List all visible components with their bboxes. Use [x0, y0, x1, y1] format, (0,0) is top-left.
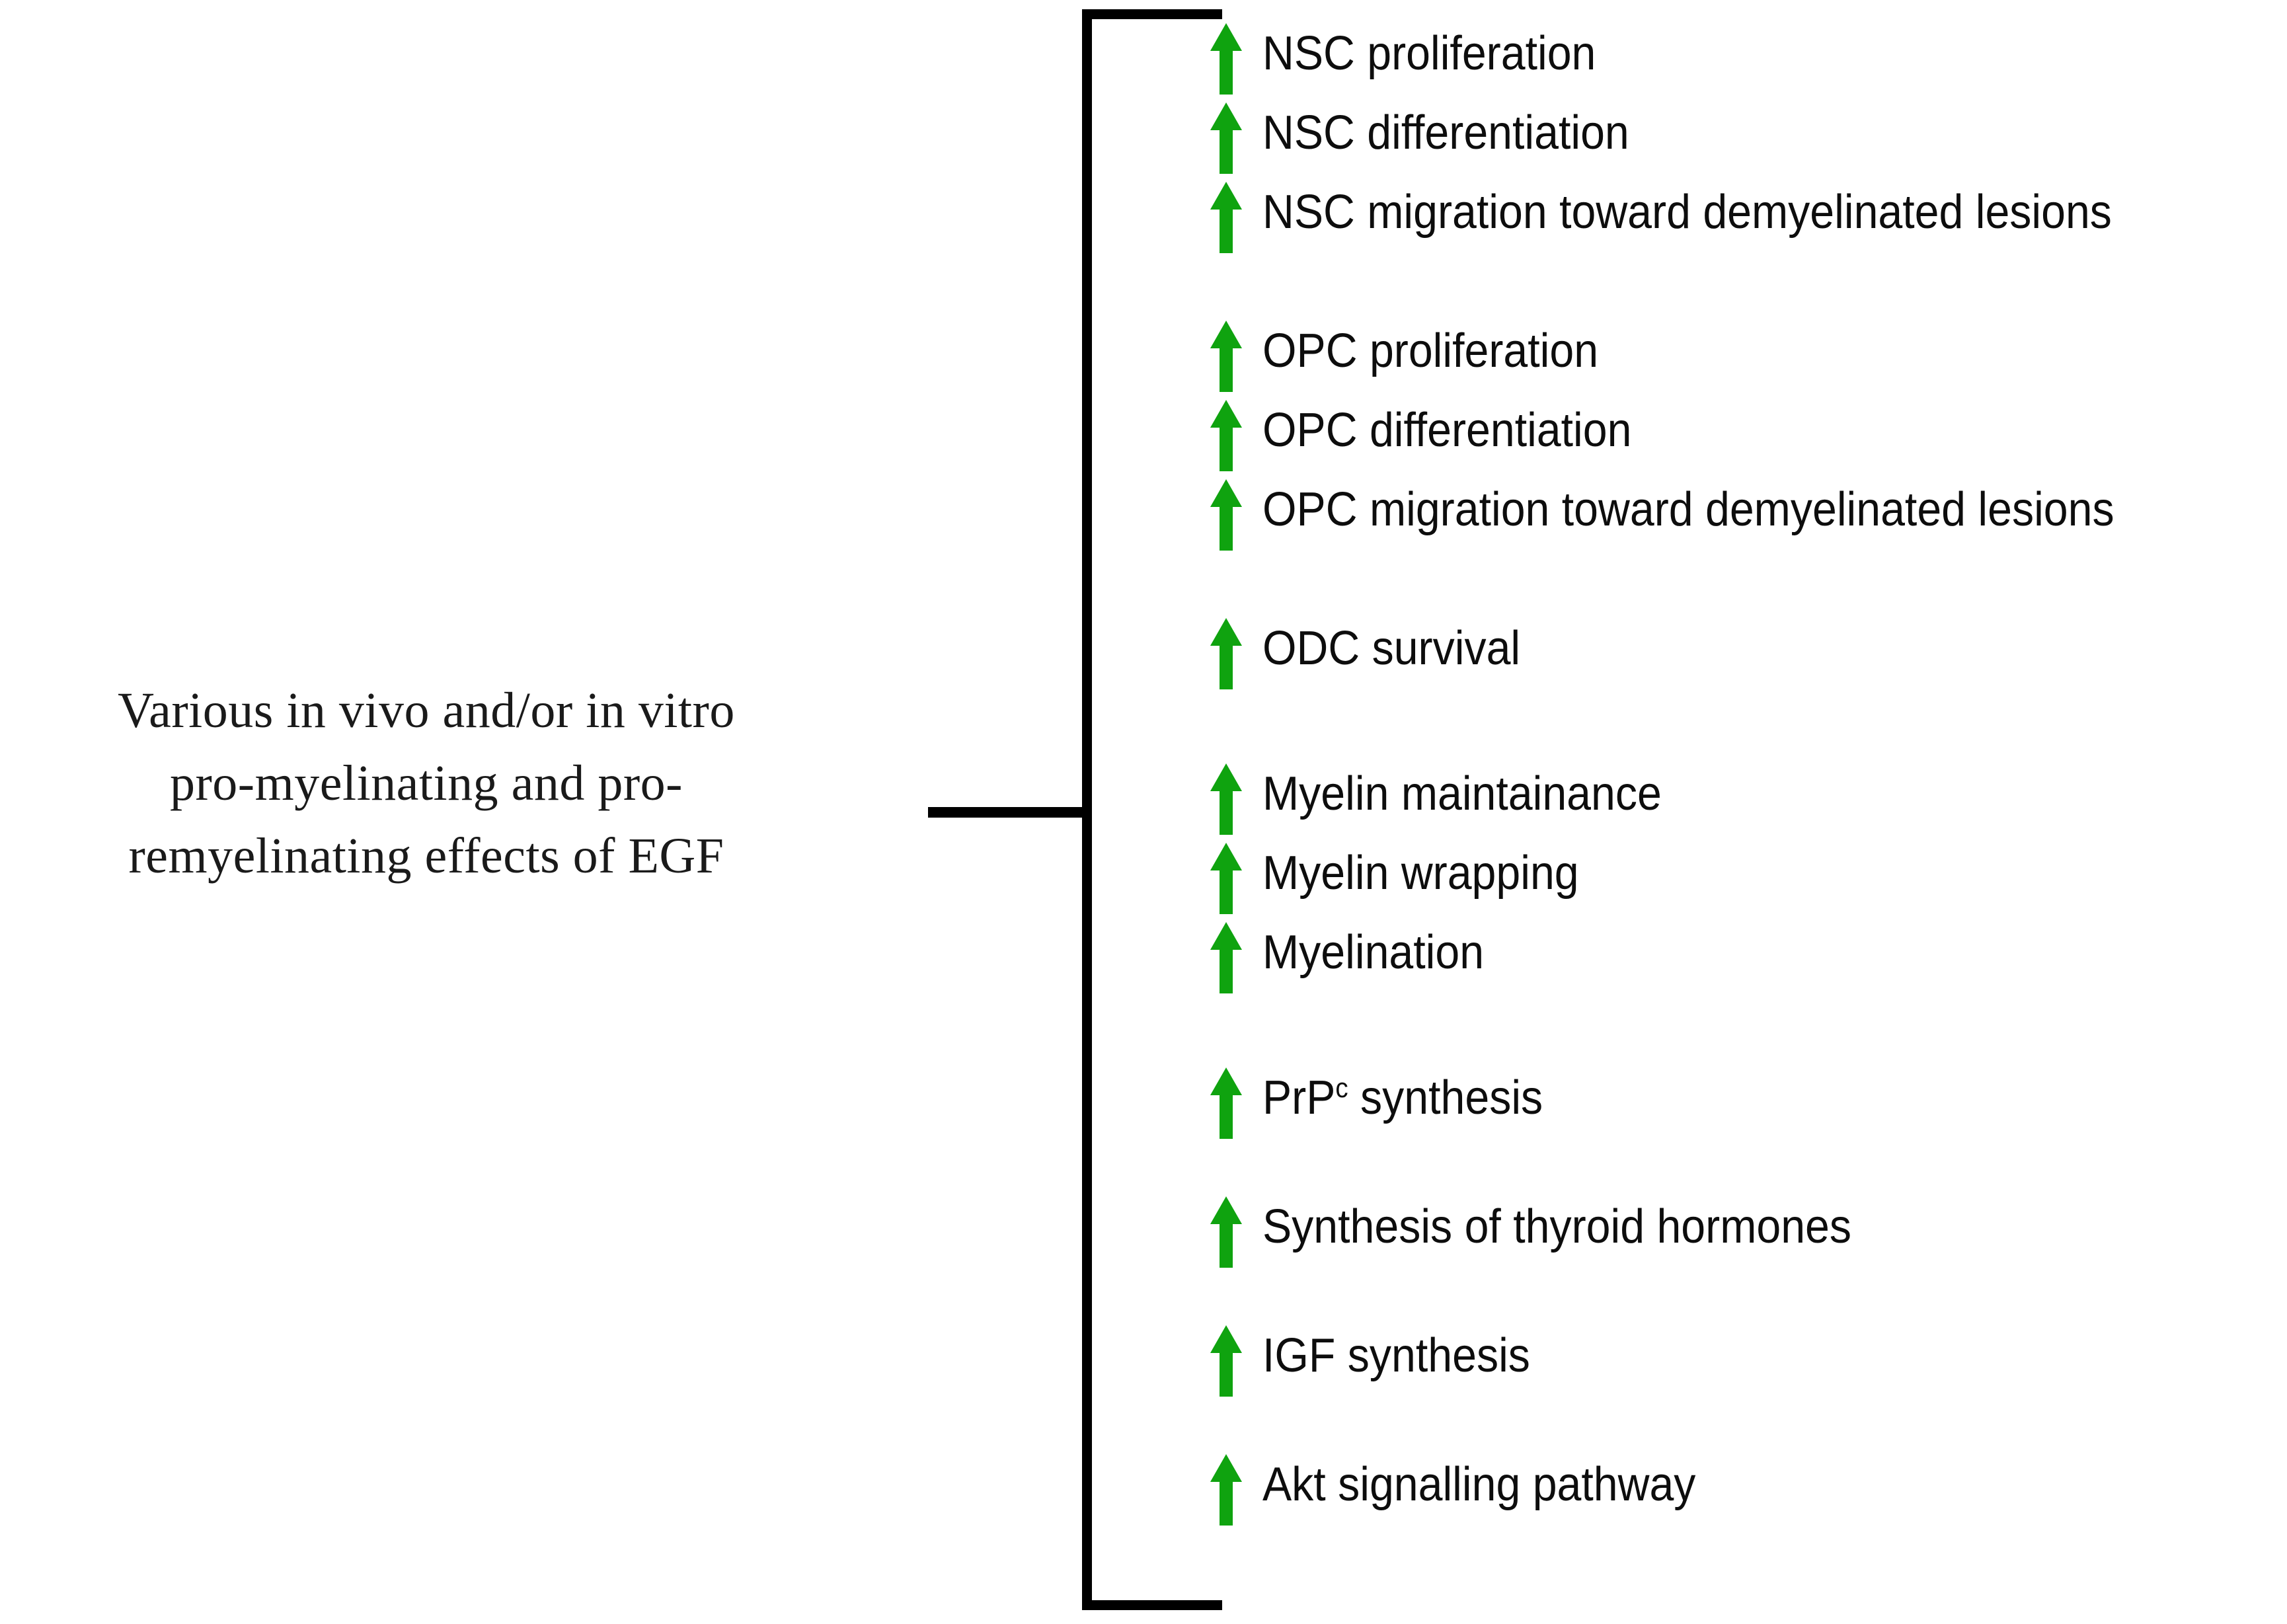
effect-item: Myelin maintainance	[1203, 763, 2287, 846]
effect-item-label: NSC differentiation	[1262, 106, 1629, 159]
effect-item: NSC proliferation	[1203, 23, 2287, 106]
effect-group-thyroid-group: Synthesis of thyroid hormones	[1203, 1196, 2287, 1279]
effect-item-label: IGF synthesis	[1262, 1329, 1530, 1382]
effect-group-odc-group: ODC survival	[1203, 618, 2287, 701]
effect-item: NSC differentiation	[1203, 102, 2287, 185]
effect-item-label: OPC proliferation	[1262, 325, 1599, 377]
effect-item-label: Myelin wrapping	[1262, 847, 1579, 900]
effect-item-label: Myelination	[1262, 926, 1485, 979]
effect-item: Synthesis of thyroid hormones	[1203, 1196, 2287, 1279]
effect-item-label: OPC differentiation	[1262, 404, 1632, 457]
effect-item-label: OPC migration toward demyelinated lesion…	[1262, 483, 2114, 536]
source-label: Various in vivo and/or in vitro pro-myel…	[7, 674, 846, 892]
effect-item-label: ODC survival	[1262, 622, 1521, 675]
effect-group-prp-group: PrPc synthesis	[1203, 1067, 2287, 1150]
source-label-line-2: pro-myelinating and pro-	[169, 755, 683, 811]
effect-item: PrPc synthesis	[1203, 1067, 2287, 1150]
effect-item-label: Myelin maintainance	[1262, 767, 1662, 820]
effect-item: NSC migration toward demyelinated lesion…	[1203, 182, 2287, 264]
bracket-stem	[928, 807, 1087, 818]
bracket-arm-bottom	[1082, 1600, 1222, 1610]
effect-item-label: NSC proliferation	[1262, 27, 1596, 80]
effect-group-igf-group: IGF synthesis	[1203, 1325, 2287, 1408]
effect-item-label: NSC migration toward demyelinated lesion…	[1262, 186, 2112, 239]
effect-item: OPC proliferation	[1203, 321, 2287, 403]
effect-item: IGF synthesis	[1203, 1325, 2287, 1408]
effect-item: OPC migration toward demyelinated lesion…	[1203, 479, 2287, 562]
effect-item: ODC survival	[1203, 618, 2287, 701]
effect-item-label: Akt signalling pathway	[1262, 1458, 1696, 1511]
effect-item-label: PrPc synthesis	[1262, 1071, 1543, 1124]
effect-item: Myelination	[1203, 922, 2287, 1005]
effect-item-label-superscript: c	[1335, 1072, 1348, 1103]
source-label-line-1: Various in vivo and/or in vitro	[118, 683, 735, 738]
effect-item: Myelin wrapping	[1203, 843, 2287, 925]
bracket-arm-top	[1082, 9, 1222, 19]
effect-item-label: Synthesis of thyroid hormones	[1262, 1200, 1852, 1253]
source-label-line-3: remyelinating effects of EGF	[128, 828, 724, 884]
effect-group-akt-group: Akt signalling pathway	[1203, 1454, 2287, 1537]
bracket-vertical-bar	[1082, 9, 1092, 1610]
effect-item: Akt signalling pathway	[1203, 1454, 2287, 1537]
effect-item: OPC differentiation	[1203, 400, 2287, 483]
